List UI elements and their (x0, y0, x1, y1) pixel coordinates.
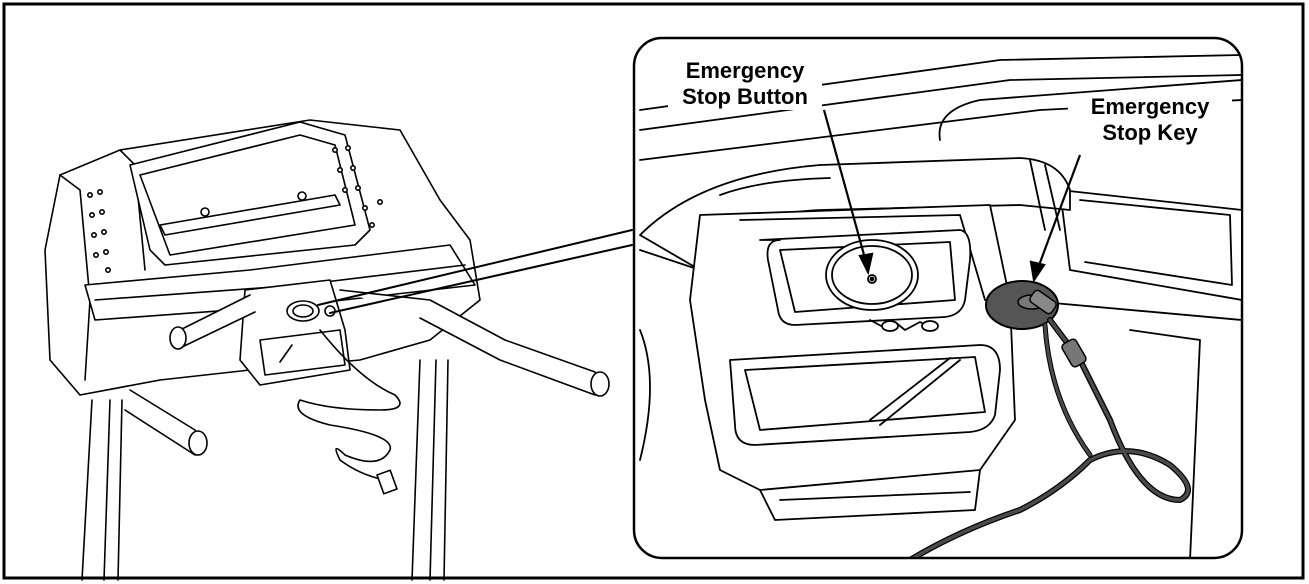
upright-frame-right (1059, 189, 1241, 301)
emergency-stop-button-label: Emergency Stop Button (668, 58, 822, 110)
book-holder (159, 194, 341, 236)
stop-key-arrow (1036, 154, 1082, 269)
stop-key-arrowhead (1029, 260, 1046, 283)
stop-button-arrow (822, 109, 868, 263)
emergency-stop-button-label-line2: Stop Button (682, 84, 808, 109)
zoom-inset (632, 36, 1244, 560)
emergency-stop-key-label-line1: Emergency (1090, 94, 1210, 119)
emergency-stop-button-label-line1: Emergency (685, 58, 805, 83)
speaker-holes-left (87, 189, 112, 273)
zoom-leader-line-upper (317, 229, 633, 306)
emergency-stop-key-label: Emergency Stop Key (1068, 94, 1232, 146)
emergency-stop-button-small (286, 300, 320, 322)
safety-cord-small (297, 329, 401, 481)
upright-posts (81, 359, 449, 581)
zoom-leader-line-lower (329, 244, 633, 314)
emergency-stop-key-label-line2: Stop Key (1102, 120, 1198, 145)
emergency-stop-key (985, 280, 1059, 330)
lower-tray (729, 344, 1001, 446)
speaker-holes-right (331, 145, 383, 229)
stop-button-arrowhead (858, 252, 874, 276)
callout-arrows (822, 109, 1082, 283)
treadmill-console-overview (44, 119, 633, 581)
